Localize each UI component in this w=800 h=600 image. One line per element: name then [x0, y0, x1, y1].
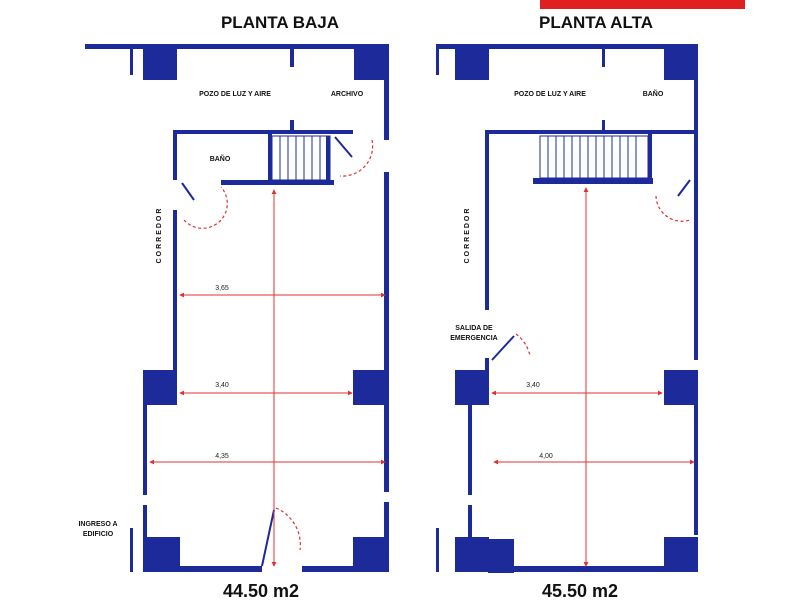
upper-column-bottom-left	[455, 537, 489, 572]
upper-floor-area: 45.50 m2	[542, 581, 618, 600]
ground-bath-door-swing	[183, 186, 228, 229]
upper-bathroom-label: BAÑO	[643, 89, 664, 98]
upper-floor-title: PLANTA ALTA	[539, 13, 653, 32]
ground-dimension-label-3: 4,35	[215, 453, 229, 460]
ground-corridor-label: CORREDOR	[156, 207, 163, 264]
ground-floor-title: PLANTA BAJA	[221, 13, 339, 32]
ground-lightwell-label: POZO DE LUZ Y AIRE	[199, 91, 271, 98]
ground-dimension-label-2: 3,40	[215, 382, 229, 389]
emergency-exit-label-line1: SALIDA DE	[455, 325, 493, 332]
upper-stairs	[533, 134, 653, 184]
ground-archive-door-swing	[339, 139, 374, 177]
upper-inner-left-wall	[485, 130, 489, 310]
upper-right-wall	[694, 80, 698, 360]
upper-lightwell-bottom-wall	[485, 130, 695, 134]
ground-inner-left-wall	[173, 210, 177, 370]
ground-column-top-right	[354, 44, 389, 80]
upper-dimension-label-1: 3,40	[526, 382, 540, 389]
upper-column-bottom-right	[664, 537, 698, 572]
upper-bottom-stub	[436, 528, 439, 572]
upper-right-wall-lower	[694, 405, 698, 535]
ground-bath-left-wall	[173, 130, 177, 180]
ground-column-bottom-left	[143, 537, 180, 572]
ground-left-wall-lower	[143, 405, 147, 495]
ground-left-stub	[130, 49, 133, 75]
upper-front-wall	[513, 566, 664, 572]
upper-column-mid-left	[455, 370, 489, 405]
upper-emergency-door	[491, 335, 515, 361]
upper-top-wall	[436, 44, 698, 49]
ground-bath-right-wall	[268, 130, 272, 180]
emergency-exit-label-line2: EMERGENCIA	[450, 335, 497, 342]
ground-column-mid-right	[353, 370, 389, 405]
ground-bathroom-label: BAÑO	[210, 154, 231, 163]
ground-front-wall-left	[180, 566, 262, 572]
ground-right-wall	[384, 172, 389, 492]
upper-emergency-door-swing	[515, 333, 531, 357]
ground-archive-label: ARCHIVO	[331, 91, 364, 98]
upper-left-stub	[436, 49, 439, 75]
ground-right-wall-upper	[384, 80, 389, 140]
upper-lightwell-divider-lower	[602, 120, 605, 132]
upper-floor-plan: POZO DE LUZ Y AIRE BAÑO CORREDOR SALIDA …	[436, 44, 698, 573]
ground-dimension-label-1: 3,65	[215, 285, 229, 292]
upper-left-wall-lower	[468, 405, 472, 495]
ground-lightwell-bottom-wall	[173, 130, 353, 134]
ground-floor-plan: POZO DE LUZ Y AIRE ARCHIVO BAÑO CORREDOR…	[78, 44, 389, 572]
ground-top-wall	[85, 44, 389, 49]
upper-dimension-label-2: 4,00	[539, 453, 553, 460]
ground-floor-area: 44.50 m2	[223, 581, 299, 600]
ground-entry-door-swing	[275, 507, 301, 551]
upper-column-top-left	[455, 44, 489, 80]
ground-entry-door	[261, 509, 275, 567]
ground-front-wall-right	[302, 566, 353, 572]
red-banner	[540, 0, 745, 9]
upper-column-top-right	[664, 44, 698, 80]
ground-bath-bottom-wall	[221, 180, 275, 185]
ground-bath-door	[181, 182, 195, 201]
upper-inner-left-wall-lower	[485, 358, 489, 370]
ground-column-bottom-right	[353, 537, 389, 572]
ground-lightwell-divider-lower	[290, 120, 294, 132]
ground-left-wall-bottom	[143, 505, 147, 540]
upper-front-opening	[488, 539, 514, 573]
ground-column-mid-left	[143, 370, 177, 405]
ground-stairs	[271, 135, 334, 185]
upper-lightwell-label: POZO DE LUZ Y AIRE	[514, 91, 586, 98]
entrance-label-line1: INGRESO A	[78, 521, 117, 528]
ground-lightwell-divider	[290, 49, 294, 67]
upper-corridor-label: CORREDOR	[464, 207, 471, 264]
upper-bath-door	[677, 179, 691, 197]
upper-lightwell-divider	[602, 49, 605, 67]
ground-column-top-left	[143, 44, 177, 80]
ground-entrance-stub	[130, 528, 133, 572]
entrance-label-line2: EDIFICIO	[83, 531, 114, 538]
upper-bath-door-swing	[655, 195, 691, 222]
upper-left-wall-bottom	[468, 505, 472, 540]
ground-archive-door	[334, 136, 353, 158]
upper-column-mid-right	[664, 370, 698, 405]
